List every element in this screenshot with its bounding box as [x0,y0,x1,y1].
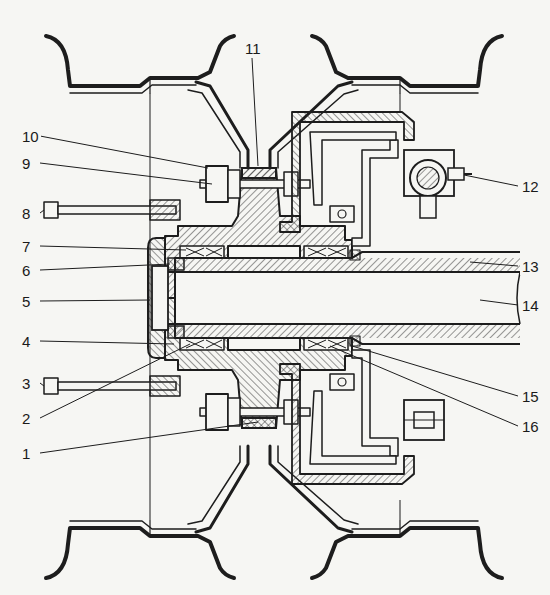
callout-number: 7 [20,238,32,255]
callout-number: 2 [20,410,32,427]
leader-line [40,58,518,453]
callout-number: 10 [20,128,41,145]
wheel-rim [46,446,502,578]
callout-number: 9 [20,155,32,172]
axle-shaft [168,272,520,324]
callout-number: 11 [243,40,263,57]
callout-number: 6 [20,262,32,279]
hub-flange [242,168,276,428]
callout-number: 16 [520,418,541,435]
brake-anchor [404,400,444,440]
axle-housing [175,252,520,344]
callout-number: 1 [20,445,32,462]
callout-number: 15 [520,388,541,405]
brake-chamber [404,150,472,218]
callout-number: 8 [20,205,32,222]
callout-number: 12 [520,178,541,195]
callout-number: 4 [20,333,32,350]
callout-number: 14 [520,297,541,314]
callout-number: 5 [20,293,32,310]
wheel-rim [46,36,502,168]
callout-number: 3 [20,375,32,392]
shaft-flange [152,266,168,330]
callout-number: 13 [520,258,541,275]
